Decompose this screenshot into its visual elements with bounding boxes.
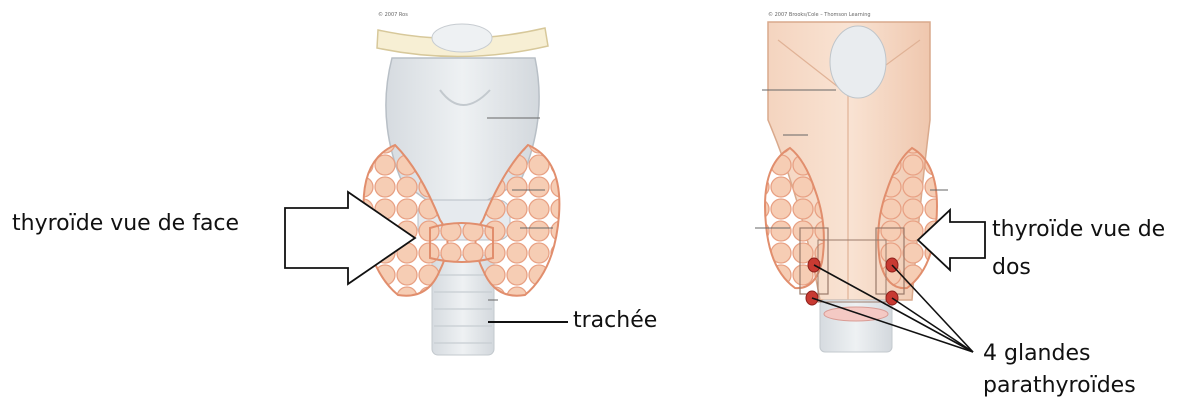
hyoid-body bbox=[432, 24, 492, 52]
front-view-drawing bbox=[364, 24, 568, 355]
credit-left: © 2007 Ros bbox=[378, 12, 408, 18]
label-parathyroid-line2: parathyroïdes bbox=[983, 372, 1136, 400]
epiglottis-back bbox=[830, 26, 886, 98]
thyroid-isthmus bbox=[430, 223, 493, 262]
label-back-view-line1: thyroïde vue de bbox=[992, 216, 1165, 244]
label-parathyroid-line1: 4 glandes bbox=[983, 340, 1090, 368]
back-view-drawing bbox=[755, 22, 973, 352]
label-trachea: trachée bbox=[573, 307, 657, 335]
label-back-view-line2: dos bbox=[992, 254, 1031, 282]
credit-right: © 2007 Brooks/Cole – Thomson Learning bbox=[768, 12, 871, 18]
label-front-view: thyroïde vue de face bbox=[12, 210, 239, 238]
